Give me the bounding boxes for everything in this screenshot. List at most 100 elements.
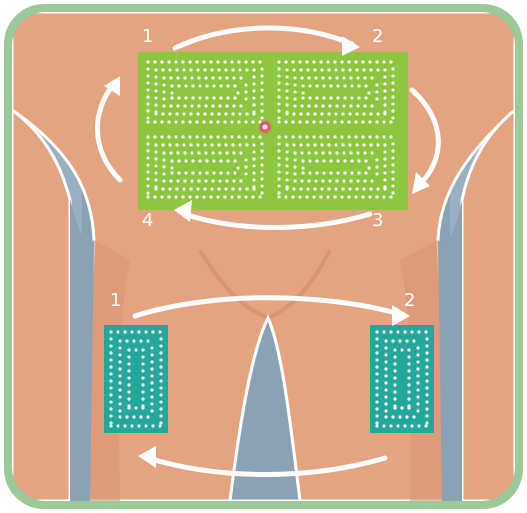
thigh-dot xyxy=(109,386,112,389)
thigh-dot xyxy=(407,397,410,400)
abdomen-dot xyxy=(244,120,247,123)
abdomen-dot xyxy=(223,195,226,198)
abdomen-dot xyxy=(170,159,173,162)
abdomen-dot xyxy=(197,151,200,154)
abdomen-dot xyxy=(391,67,394,70)
abdomen-dot xyxy=(319,195,322,198)
abdomen-dot xyxy=(299,112,302,115)
abdomen-dot xyxy=(291,195,294,198)
abdomen-dot xyxy=(347,60,350,63)
abdomen-dot xyxy=(202,60,205,63)
abdomen-dot xyxy=(162,97,165,100)
abdomen-dot xyxy=(174,195,177,198)
abdomen-dot xyxy=(364,171,367,174)
abdomen-dot xyxy=(154,150,157,153)
abdomen-dot xyxy=(292,187,295,190)
thigh-dot xyxy=(159,344,162,347)
thigh-dot xyxy=(127,404,130,407)
abdomen-dot xyxy=(367,91,370,94)
abdomen-dot xyxy=(370,151,373,154)
abdomen-dot xyxy=(195,60,198,63)
abdomen-dot xyxy=(197,76,200,79)
thigh-dot xyxy=(118,388,121,391)
abdomen-dot xyxy=(356,76,359,79)
abdomen-dot xyxy=(300,76,303,79)
thigh-dot xyxy=(407,390,410,393)
abdomen-dot xyxy=(307,151,310,154)
thigh-dot xyxy=(407,376,410,379)
abdomen-dot xyxy=(260,142,263,145)
abdomen-dot xyxy=(375,195,378,198)
abdomen-dot xyxy=(174,135,177,138)
abdomen-dot xyxy=(218,76,221,79)
thigh-dot xyxy=(375,344,378,347)
abdomen-dot xyxy=(216,195,219,198)
abdomen-dot xyxy=(327,187,330,190)
abdomen-dot xyxy=(285,75,288,78)
abdomen-dot xyxy=(190,179,193,182)
abdomen-dot xyxy=(354,60,357,63)
abdomen-dot xyxy=(391,116,394,119)
abdomen-dot xyxy=(169,76,172,79)
abdomen-dot xyxy=(340,60,343,63)
abdomen-dot xyxy=(203,143,206,146)
abdomen-dot xyxy=(315,84,318,87)
abdomen-dot xyxy=(154,164,157,167)
abdomen-dot xyxy=(368,135,371,138)
abdomen-dot xyxy=(291,135,294,138)
thigh-dot xyxy=(139,415,142,418)
thigh-dot xyxy=(396,424,399,427)
abdomen-dot xyxy=(370,76,373,79)
abdomen-dot xyxy=(375,158,378,161)
abdomen-dot xyxy=(391,184,394,187)
abdomen-dot xyxy=(154,178,157,181)
thigh-dot xyxy=(150,353,153,356)
abdomen-dot xyxy=(357,171,360,174)
thigh-dot xyxy=(417,424,420,427)
abdomen-dot xyxy=(162,104,165,107)
abdomen-dot xyxy=(223,135,226,138)
abdomen-dot xyxy=(219,159,222,162)
abdomen-dot xyxy=(383,150,386,153)
abdomen-dot xyxy=(170,166,173,169)
abdomen-dot xyxy=(285,110,288,113)
abdomen-dot xyxy=(244,158,247,161)
abdomen-dot xyxy=(238,112,241,115)
abdomen-dot xyxy=(153,135,156,138)
abdomen-dot xyxy=(181,120,184,123)
abdomen-dot xyxy=(170,84,173,87)
thigh-dot xyxy=(416,367,419,370)
abdomen-dot xyxy=(252,185,255,188)
thigh-dot xyxy=(109,344,112,347)
abdomen-dot xyxy=(357,96,360,99)
thigh-dot xyxy=(159,365,162,368)
thigh-dot xyxy=(109,424,112,427)
abdomen-dot xyxy=(383,157,386,160)
thigh-dot xyxy=(416,395,419,398)
abdomen-dot xyxy=(252,110,255,113)
abdomen-dot xyxy=(293,104,296,107)
thigh-dot xyxy=(407,404,410,407)
abdomen-dot xyxy=(356,104,359,107)
abdomen-dot xyxy=(210,143,213,146)
abdomen-dot xyxy=(284,120,287,123)
abdomen-dot xyxy=(389,135,392,138)
abdomen-dot xyxy=(327,112,330,115)
abdomen-dot xyxy=(217,112,220,115)
abdomen-dot xyxy=(307,76,310,79)
abdomen-dot xyxy=(231,187,234,190)
abdomen-dot xyxy=(354,195,357,198)
abdomen-dot xyxy=(182,68,185,71)
thigh-dot xyxy=(398,415,401,418)
thigh-dot xyxy=(159,393,162,396)
thigh-dot xyxy=(109,365,112,368)
abdomen-dot xyxy=(336,84,339,87)
abdomen-dot xyxy=(154,157,157,160)
abdomen-dot xyxy=(348,68,351,71)
abdomen-dot xyxy=(277,60,280,63)
thigh-dot xyxy=(393,390,396,393)
abdomen-dot xyxy=(197,104,200,107)
thigh-dot xyxy=(127,383,130,386)
thigh-dot xyxy=(118,415,121,418)
thigh-dot xyxy=(391,339,394,342)
